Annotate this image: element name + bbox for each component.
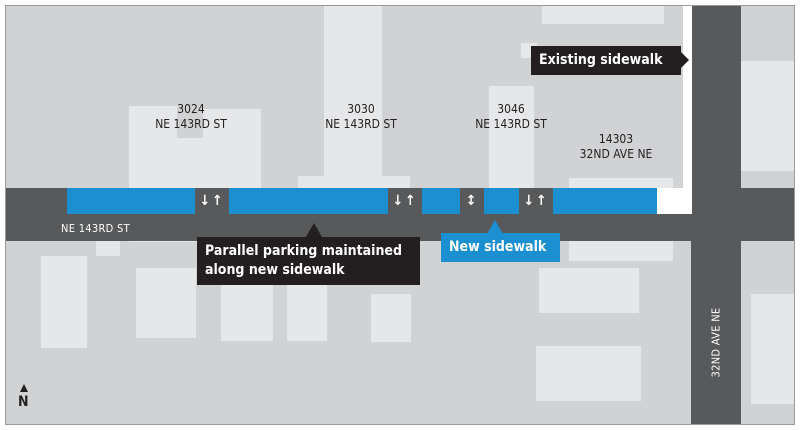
building	[542, 6, 664, 24]
callout-new-sidewalk: New sidewalk	[441, 233, 560, 262]
road-32nd-ave-ne	[691, 6, 741, 424]
address-street: NE 143RD ST	[155, 117, 227, 131]
north-arrow-icon	[20, 384, 28, 392]
address-street: 32ND AVE NE	[579, 147, 653, 161]
building	[41, 256, 87, 348]
callout-pointer	[681, 52, 689, 68]
callout-pointer	[306, 223, 322, 237]
building	[736, 61, 794, 171]
driveway: ↓↑	[519, 188, 553, 214]
existing-sidewalk-corner	[657, 188, 692, 214]
building	[536, 346, 641, 401]
address-number: 3030	[347, 102, 375, 116]
building	[203, 109, 261, 149]
street-label-ne-143rd-st: NE 143RD ST	[61, 222, 130, 235]
callout-existing-sidewalk: Existing sidewalk	[531, 46, 681, 75]
driveway: ↓↑	[388, 188, 422, 214]
address-number: 14303	[598, 132, 634, 146]
building	[539, 268, 639, 313]
callout-pointer	[487, 220, 503, 234]
building	[751, 294, 794, 404]
address-street: NE 143RD ST	[475, 117, 547, 131]
existing-sidewalk	[683, 6, 692, 214]
building	[221, 283, 273, 341]
street-label-32nd-ave-ne: 32ND AVE NE	[709, 307, 723, 378]
building	[136, 268, 196, 338]
address-number: 3024	[177, 102, 205, 116]
north-label: N	[18, 394, 29, 410]
address-street: NE 143RD ST	[325, 117, 397, 131]
new-sidewalk	[67, 188, 657, 214]
callout-line: Parallel parking maintained	[205, 243, 402, 259]
address-number: 3046	[497, 102, 525, 116]
driveway: ↓↑	[195, 188, 229, 214]
callout-parallel-parking: Parallel parking maintained along new si…	[197, 237, 420, 285]
building	[371, 294, 411, 342]
building-3030	[324, 6, 382, 181]
driveway: ↕	[460, 188, 484, 214]
callout-line: along new sidewalk	[205, 262, 345, 278]
